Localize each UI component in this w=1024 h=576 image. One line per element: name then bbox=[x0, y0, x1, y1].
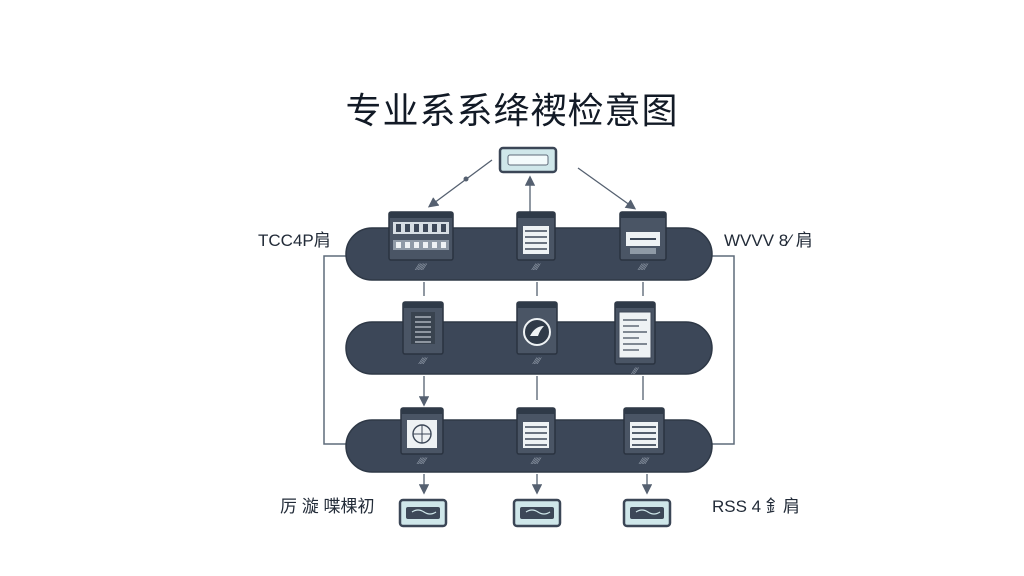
layer-top-node-1-caption: ⁄⁄⁄⁄⁄⁄ bbox=[414, 263, 428, 273]
arrow-dot-left bbox=[463, 176, 469, 182]
side-connectors bbox=[323, 255, 735, 445]
bottom-terminals bbox=[398, 498, 672, 528]
layer-top-node-3-caption: ⁄⁄⁄⁄⁄ bbox=[637, 263, 649, 273]
left-connector-line bbox=[323, 255, 346, 445]
terminal-center-icon[interactable] bbox=[512, 498, 562, 528]
top-terminal-group bbox=[427, 146, 637, 212]
document-list-icon[interactable]: ⁄⁄⁄ bbox=[614, 301, 656, 377]
layer-top-node-2-caption: ⁄⁄⁄⁄ bbox=[531, 263, 542, 273]
layer-middle-node-3-caption: ⁄⁄⁄ bbox=[631, 367, 640, 377]
layer-bottom-node-2-caption: ⁄⁄⁄⁄⁄ bbox=[530, 457, 542, 467]
label-bottom-left: 厉 漩 喋棵初 bbox=[280, 497, 375, 516]
terminal-left-icon[interactable] bbox=[398, 498, 448, 528]
network-globe-icon[interactable]: ⁄⁄⁄⁄⁄ bbox=[400, 407, 444, 467]
label-top-right: WVVV 8⁄ 肩 bbox=[724, 231, 813, 250]
terminal-right-icon[interactable] bbox=[622, 498, 672, 528]
arrow-to-top-left bbox=[427, 159, 493, 208]
printer-icon[interactable]: ⁄⁄⁄⁄⁄ bbox=[619, 211, 667, 273]
globe-bird-icon[interactable]: ⁄⁄⁄⁄ bbox=[516, 301, 558, 367]
text-panel-icon[interactable]: ⁄⁄⁄⁄⁄ bbox=[623, 407, 665, 467]
diagram-title: 专业系系绛褉检意图 bbox=[345, 91, 679, 132]
arrow-to-top-right bbox=[577, 167, 637, 210]
right-connector-line bbox=[712, 255, 735, 445]
device-nodes: ⁄⁄⁄⁄⁄⁄⁄⁄⁄⁄⁄⁄⁄⁄⁄⁄⁄⁄⁄⁄⁄⁄⁄⁄⁄⁄⁄⁄⁄⁄⁄⁄⁄⁄⁄⁄⁄⁄⁄⁄… bbox=[388, 211, 667, 467]
layer-bottom-node-3-caption: ⁄⁄⁄⁄⁄ bbox=[638, 457, 650, 467]
label-bottom-right: RSS 4 釒肩 bbox=[712, 497, 800, 516]
layer-middle-node-1-caption: ⁄⁄⁄⁄ bbox=[418, 357, 429, 367]
vertical-links bbox=[418, 282, 653, 495]
label-top-left: TCC4P肩 bbox=[258, 231, 331, 250]
layer-middle-node-2-caption: ⁄⁄⁄⁄ bbox=[532, 357, 543, 367]
layer-bottom-node-1-caption: ⁄⁄⁄⁄⁄ bbox=[416, 457, 428, 467]
server-rack-icon[interactable]: ⁄⁄⁄⁄⁄⁄ bbox=[388, 211, 454, 273]
keyboard-panel-icon[interactable]: ⁄⁄⁄⁄⁄ bbox=[516, 407, 556, 467]
tall-server-icon[interactable]: ⁄⁄⁄⁄ bbox=[402, 301, 444, 367]
document-stack-icon[interactable]: ⁄⁄⁄⁄ bbox=[516, 211, 556, 273]
terminal-top-screen bbox=[507, 154, 549, 166]
